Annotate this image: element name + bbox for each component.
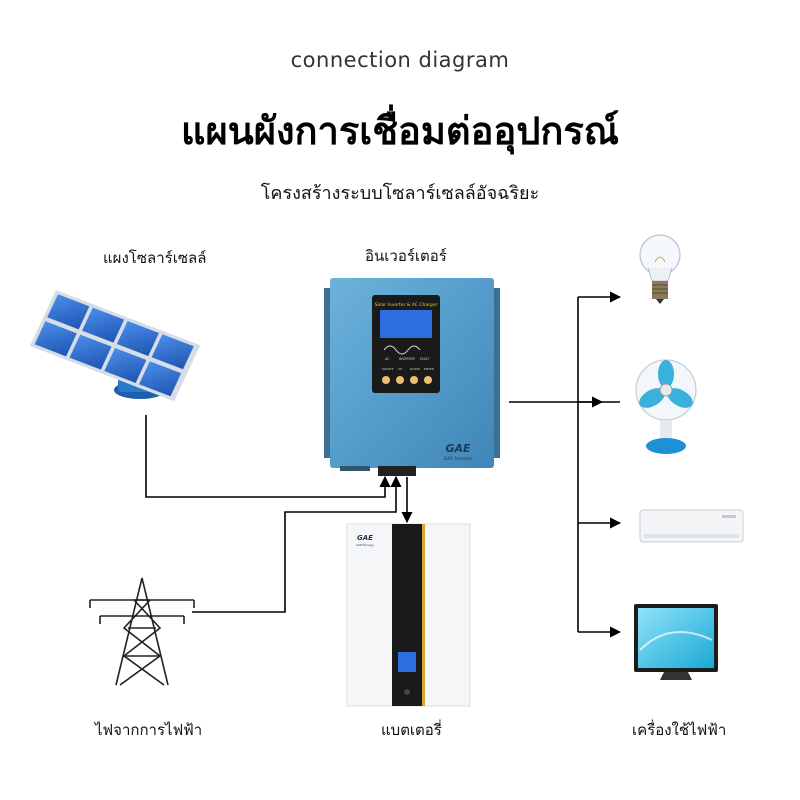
light-bulb-icon bbox=[639, 234, 681, 304]
tv-icon bbox=[634, 604, 718, 680]
page-title: แผนผังการเชื่อมต่ออุปกรณ์ bbox=[180, 109, 620, 153]
grid-label: ไฟจากการไฟฟ้า bbox=[95, 721, 203, 739]
subtitle-english: connection diagram bbox=[290, 48, 510, 72]
indicator-ac: AC bbox=[385, 357, 390, 361]
air-conditioner-icon bbox=[639, 509, 744, 543]
appliances-label: เครื่องใช้ไฟฟ้า bbox=[632, 721, 727, 739]
inverter-brand-logo: GAE bbox=[445, 442, 471, 455]
power-tower-icon bbox=[89, 577, 195, 686]
battery-device: GAE GAE Energy bbox=[346, 523, 471, 707]
button-label-onoff: ON/OFF bbox=[382, 367, 394, 371]
indicator-inverter: INVERTER bbox=[399, 357, 415, 361]
solar-to-inverter-line bbox=[145, 415, 391, 498]
battery-brand-logo: GAE bbox=[357, 534, 373, 542]
battery-label: แบตเตอรี่ bbox=[381, 721, 442, 739]
connection-lines bbox=[145, 291, 622, 638]
inverter-label: อินเวอร์เตอร์ bbox=[365, 247, 447, 265]
solar-panel-icon bbox=[29, 290, 201, 402]
fan-icon bbox=[635, 359, 697, 454]
button-label-up: UP bbox=[398, 367, 402, 371]
inverter-device: Solar Inverter & AC Charger AC INVERTER … bbox=[324, 278, 500, 476]
inverter-screen-title: Solar Inverter & AC Charger bbox=[375, 302, 438, 308]
battery-brand-sub: GAE Energy bbox=[356, 543, 374, 547]
indicator-fault: FAULT bbox=[420, 357, 429, 361]
button-label-enter: ENTER bbox=[424, 367, 434, 371]
button-label-down: DOWN bbox=[410, 367, 420, 371]
grid-to-inverter-line bbox=[192, 475, 402, 613]
page-caption: โครงสร้างระบบโซลาร์เซลล์อัจฉริยะ bbox=[260, 183, 540, 204]
solar-panel-label: แผงโซลาร์เซลล์ bbox=[103, 249, 207, 267]
inverter-brand-sub: GAE Inverter bbox=[444, 456, 473, 462]
